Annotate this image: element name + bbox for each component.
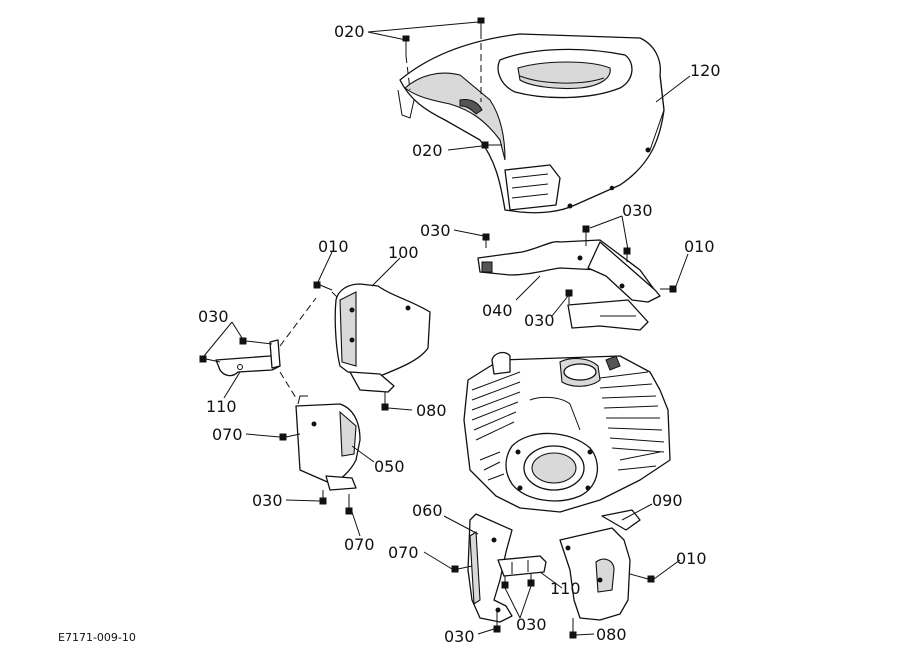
callout-070-lower: 070 — [388, 543, 419, 562]
part-110-bracket-lower[interactable] — [497, 555, 547, 577]
callout-110-lower: 110 — [550, 579, 581, 598]
bolt-030-lower-pair[interactable] — [501, 574, 535, 589]
callout-070-side: 070 — [212, 425, 243, 444]
callout-090: 090 — [652, 491, 683, 510]
bolt-010-lower-right[interactable] — [629, 573, 655, 583]
callout-050: 050 — [374, 457, 405, 476]
part-090-lower-right-shroud[interactable] — [559, 509, 641, 621]
callout-020-upper: 020 — [334, 22, 365, 41]
callout-010-baffle: 010 — [684, 237, 715, 256]
part-040-baffle[interactable] — [477, 239, 661, 331]
callout-110-left: 110 — [206, 397, 237, 416]
callout-040: 040 — [482, 301, 513, 320]
part-120-blower-housing[interactable] — [397, 33, 665, 214]
callout-120: 120 — [690, 61, 721, 80]
bolt-010-baffle[interactable] — [660, 285, 677, 293]
bolt-080-lower-right[interactable] — [569, 618, 577, 639]
callout-100: 100 — [388, 243, 419, 262]
callout-030-baffle-left: 030 — [420, 221, 451, 240]
callout-030-bracket: 030 — [198, 307, 229, 326]
callout-030-baffle-lower: 030 — [524, 311, 555, 330]
part-100-head-cover[interactable] — [334, 283, 431, 393]
engine-block — [463, 351, 671, 513]
bolt-070-side[interactable] — [279, 433, 301, 441]
callout-020-side: 020 — [412, 141, 443, 160]
leader-lines — [203, 21, 691, 636]
callout-labels: 020 120 020 030 030 010 100 010 030 040 … — [198, 22, 721, 646]
drawing-code: E7171-009-10 — [58, 631, 136, 644]
callout-030-bottom: 030 — [444, 627, 475, 646]
callout-030-baffle-right: 030 — [622, 201, 653, 220]
bolt-030-baffle-top[interactable] — [482, 225, 631, 262]
callout-010-lower-right: 010 — [676, 549, 707, 568]
bolt-070-side-lower[interactable] — [345, 494, 353, 515]
bolt-070-lower[interactable] — [451, 565, 473, 573]
part-050-side-cover[interactable] — [295, 395, 361, 491]
callout-060: 060 — [412, 501, 443, 520]
callout-070-side-lower: 070 — [344, 535, 375, 554]
bolt-030-baffle-lower[interactable] — [565, 289, 573, 304]
callout-080-lower-right: 080 — [596, 625, 627, 644]
callout-030-side-lower: 030 — [252, 491, 283, 510]
callout-010-cover: 010 — [318, 237, 349, 256]
part-110-bracket-left[interactable] — [215, 339, 281, 377]
part-060-lower-shroud[interactable] — [467, 513, 513, 623]
bolt-030-side-lower[interactable] — [319, 490, 327, 505]
bolt-080-cover[interactable] — [381, 392, 389, 411]
callout-030-lower-pair: 030 — [516, 615, 547, 634]
bolt-030-bottom[interactable] — [493, 612, 501, 633]
bolt-010-cover[interactable] — [313, 281, 333, 291]
callout-080-cover: 080 — [416, 401, 447, 420]
